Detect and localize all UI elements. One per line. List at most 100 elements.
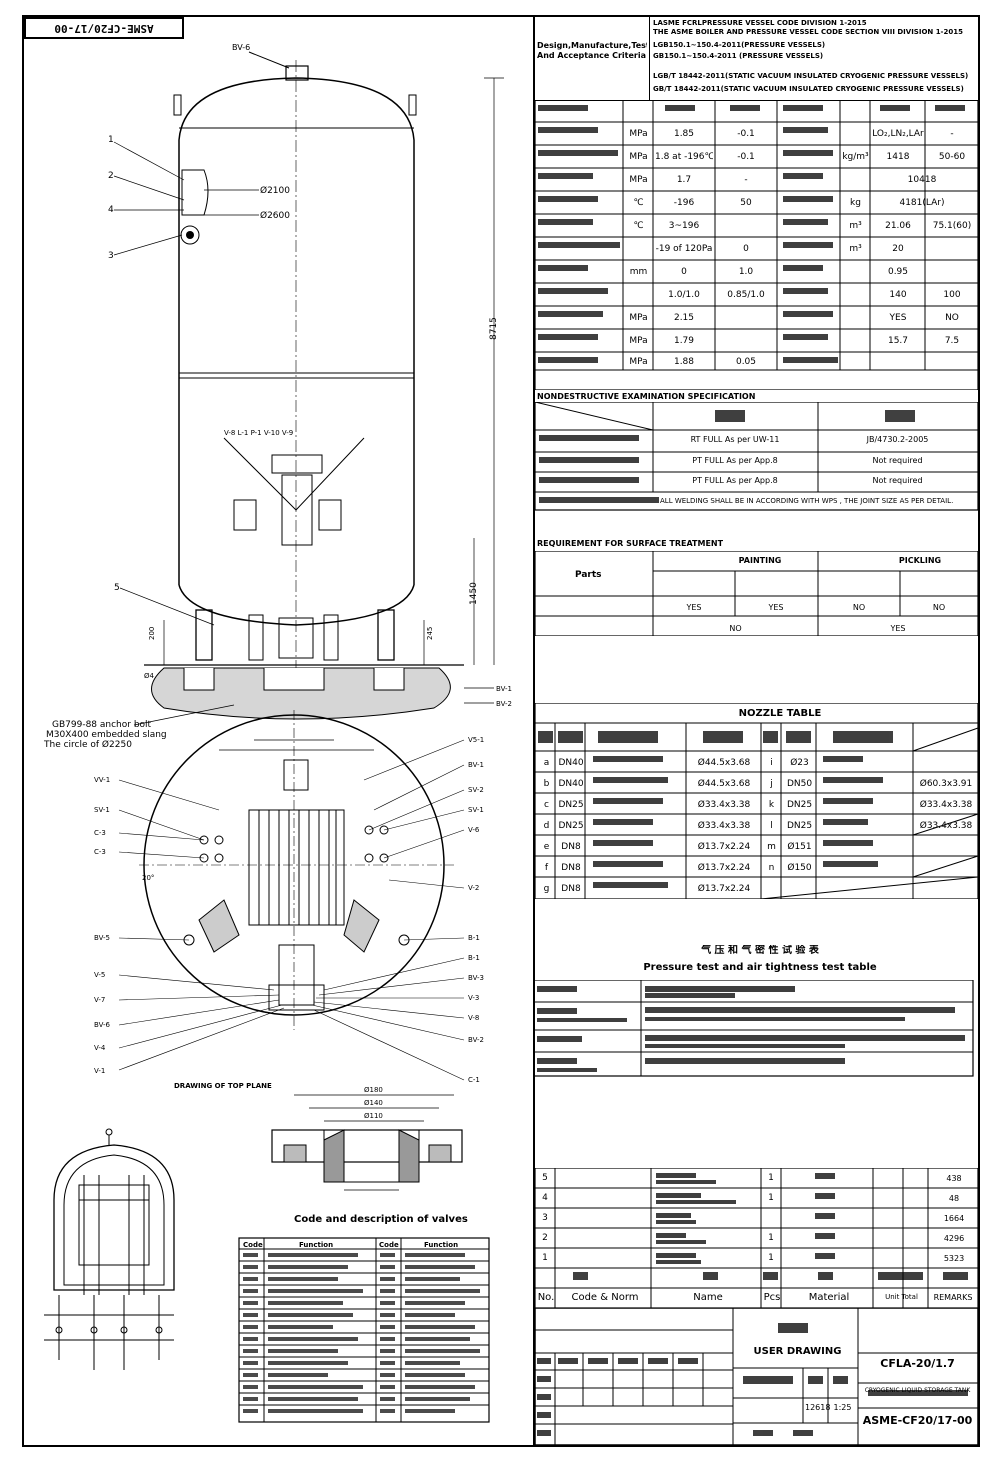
dim-lower-height: 1450 bbox=[469, 582, 479, 605]
svg-text:VV-1: VV-1 bbox=[94, 776, 110, 784]
svg-text:5: 5 bbox=[114, 583, 120, 593]
nde-pt2-b: Not required bbox=[872, 476, 923, 485]
surface-title: REQUIREMENT FOR SURFACE TREATMENT bbox=[537, 539, 724, 548]
svg-text:BV-1: BV-1 bbox=[496, 685, 512, 693]
svg-text:C-3: C-3 bbox=[94, 848, 106, 856]
code-line-1: LASME FCRLPRESSURE VESSEL CODE DIVISION … bbox=[653, 19, 867, 27]
nozzle-table-title: NOZZLE TABLE bbox=[738, 708, 822, 719]
surface-r2-c1: NO bbox=[729, 624, 742, 633]
svg-text:3: 3 bbox=[108, 251, 114, 261]
svg-text:BV-5: BV-5 bbox=[94, 934, 110, 942]
valves-table bbox=[238, 1237, 490, 1423]
svg-text:Ø110: Ø110 bbox=[364, 1112, 383, 1120]
embedded-slang-note: M30X400 embedded slang bbox=[46, 730, 167, 740]
design-criteria-label: Design,Manufacture,Test And Acceptance C… bbox=[537, 41, 647, 60]
svg-text:Function: Function bbox=[424, 1241, 458, 1249]
svg-text:B-1: B-1 bbox=[468, 954, 480, 962]
nde-table bbox=[535, 402, 978, 511]
pickling-label: PICKLING bbox=[898, 556, 942, 565]
piping-coil bbox=[248, 759, 345, 926]
design-data-grid bbox=[535, 100, 978, 390]
surface-r1-c3: NO bbox=[852, 603, 866, 612]
code-line-5: LGB/T 18442-2011(STATIC VACUUM INSULATED… bbox=[653, 72, 969, 80]
total-mass: 12618 bbox=[805, 1403, 830, 1412]
nde-pt2: PT FULL As per App.8 bbox=[692, 476, 778, 485]
top-nozzle bbox=[285, 65, 309, 81]
svg-text:BV-6: BV-6 bbox=[94, 1021, 110, 1029]
bolt-circle-note: The circle of Ø2250 bbox=[43, 739, 132, 750]
svg-text:1: 1 bbox=[108, 135, 114, 145]
scale: 1:25 bbox=[833, 1403, 852, 1412]
svg-text:V-8: V-8 bbox=[468, 1014, 479, 1022]
drawing-number-stamp: ASME-CF20/17-00 bbox=[24, 17, 184, 39]
svg-text:245: 245 bbox=[426, 627, 434, 640]
dim-inner-diameter: Ø2100 bbox=[260, 185, 290, 196]
svg-text:BV-6: BV-6 bbox=[232, 43, 250, 52]
svg-text:2: 2 bbox=[108, 171, 114, 181]
surface-r1-c2: YES bbox=[768, 603, 784, 612]
svg-text:V-5: V-5 bbox=[94, 971, 105, 979]
flange-detail bbox=[271, 1094, 463, 1191]
svg-text:20°: 20° bbox=[142, 874, 154, 882]
drawing-number: ASME-CF20/17-00 bbox=[862, 1415, 973, 1426]
nde-note: ALL WELDING SHALL BE IN ACCORDING WITH W… bbox=[660, 497, 954, 505]
svg-text:Code: Code bbox=[379, 1241, 399, 1249]
product-desc: CRYOGENIC LIQUID STORAGE TANK bbox=[864, 1387, 971, 1394]
svg-text:200: 200 bbox=[148, 627, 156, 640]
right-column bbox=[533, 15, 980, 1447]
svg-text:SV-1: SV-1 bbox=[94, 806, 110, 814]
painting-label: PAINTING bbox=[738, 556, 782, 565]
svg-text:C-3: C-3 bbox=[94, 829, 106, 837]
svg-text:V-1: V-1 bbox=[94, 1067, 105, 1075]
surface-parts-label: Parts bbox=[575, 570, 602, 580]
pressure-test-table bbox=[533, 980, 974, 1077]
svg-text:V-2: V-2 bbox=[468, 884, 479, 892]
product-model: CFLA-20/1.7 bbox=[880, 1358, 955, 1369]
code-line-2: THE ASME BOILER AND PRESSURE VESSEL CODE… bbox=[653, 28, 963, 36]
bottom-head bbox=[178, 584, 415, 626]
svg-text:SV-2: SV-2 bbox=[468, 786, 484, 794]
svg-text:V-4: V-4 bbox=[94, 1044, 106, 1052]
svg-text:C-1: C-1 bbox=[468, 1076, 480, 1084]
svg-text:BV-1: BV-1 bbox=[468, 761, 484, 769]
parts-list bbox=[534, 1168, 979, 1308]
design-values: MPa 1.85 -0.1 LO₂,LN₂,LAr - MPa 1.8 at -… bbox=[629, 129, 972, 367]
svg-text:B-1: B-1 bbox=[468, 934, 480, 942]
nde-pt1: PT FULL As per App.8 bbox=[692, 456, 778, 465]
svg-text:V-3: V-3 bbox=[468, 994, 479, 1002]
dim-total-height: 8715 bbox=[489, 317, 499, 340]
piping-schematic bbox=[44, 1128, 175, 1370]
nde-pt1-b: Not required bbox=[872, 456, 923, 465]
svg-text:Code: Code bbox=[243, 1241, 263, 1249]
surface-r1-c1: YES bbox=[686, 603, 702, 612]
nozzle-table-grid bbox=[534, 703, 979, 899]
svg-text:Ø180: Ø180 bbox=[364, 1086, 383, 1094]
drawing-frame bbox=[22, 15, 980, 1447]
title-block bbox=[534, 1308, 979, 1446]
svg-text:V-8 L-1 P-1 V-10 V-9: V-8 L-1 P-1 V-10 V-9 bbox=[224, 429, 293, 437]
svg-text:V-7: V-7 bbox=[94, 996, 105, 1004]
svg-text:4: 4 bbox=[108, 205, 114, 215]
svg-text:BV-2: BV-2 bbox=[496, 700, 512, 708]
pressure-test-title-en: Pressure test and air tightness test tab… bbox=[643, 962, 877, 973]
top-plane-label: DRAWING OF TOP PLANE bbox=[174, 1082, 272, 1090]
svg-text:Ø140: Ø140 bbox=[364, 1099, 383, 1107]
svg-text:BV-3: BV-3 bbox=[468, 974, 484, 982]
valves-table-title: Code and description of valves bbox=[294, 1214, 468, 1225]
svg-text:Function: Function bbox=[299, 1241, 333, 1249]
nde-title: NONDESTRUCTIVE EXAMINATION SPECIFICATION bbox=[537, 392, 756, 401]
svg-text:V5-1: V5-1 bbox=[468, 736, 484, 744]
nde-rt-b: JB/4730.2-2005 bbox=[866, 435, 929, 444]
top-head bbox=[178, 77, 415, 141]
nozzle-values: a DN40 Ø44.5x3.68 i Ø23 b DN40 Ø44.5x3.6… bbox=[543, 758, 973, 894]
svg-text:Ø4: Ø4 bbox=[144, 672, 155, 680]
svg-text:SV-1: SV-1 bbox=[468, 806, 484, 814]
nde-rt: RT FULL As per UW-11 bbox=[690, 435, 780, 444]
parts-list-values: 5 1 438 4 1 48 3 1664 2 1 4296 1 1 5323 … bbox=[537, 1173, 973, 1303]
code-line-3: LGB150.1~150.4-2011(PRESSURE VESSELS) bbox=[653, 41, 826, 49]
surface-table bbox=[535, 551, 978, 636]
user-drawing-label: USER DRAWING bbox=[753, 1346, 842, 1357]
surface-r1-c4: NO bbox=[932, 603, 946, 612]
surface-r2-c2: YES bbox=[890, 624, 906, 633]
